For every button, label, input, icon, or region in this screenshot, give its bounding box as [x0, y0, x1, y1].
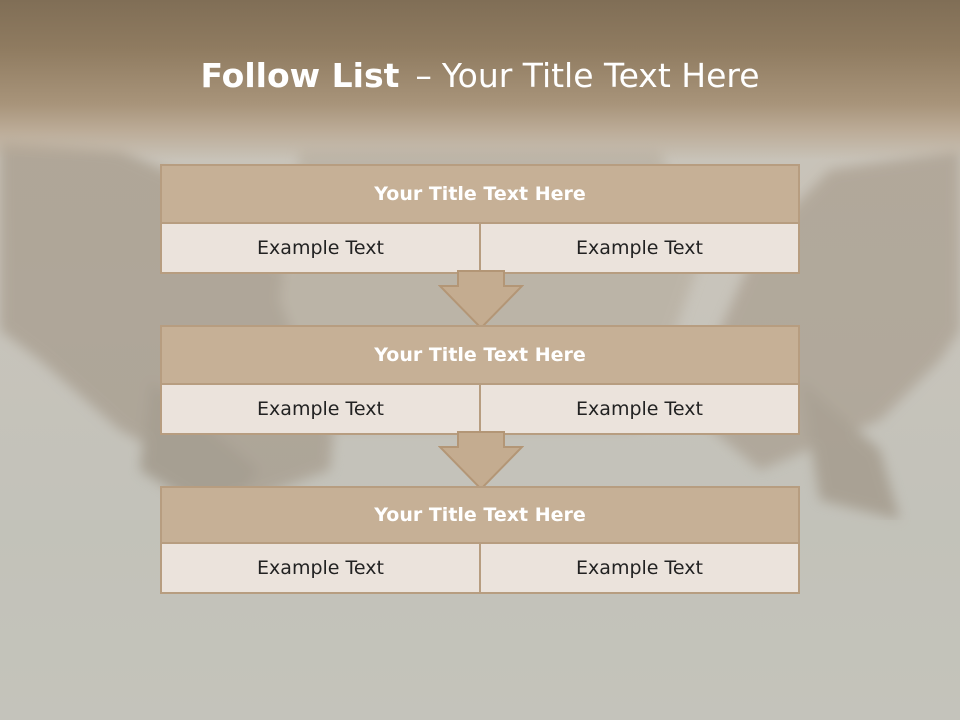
slide-title-separator: – [415, 56, 432, 95]
block-cell-left: Example Text [162, 544, 479, 592]
block-cell-right: Example Text [479, 385, 798, 433]
slide-title-bold: Follow List [200, 56, 400, 95]
down-arrow-icon [438, 270, 524, 330]
block-row: Example Text Example Text [162, 544, 798, 592]
list-block: Your Title Text Here Example Text Exampl… [160, 486, 800, 594]
block-cell-right: Example Text [479, 544, 798, 592]
block-title: Your Title Text Here [162, 488, 798, 544]
down-arrow-icon [438, 431, 524, 491]
block-row: Example Text Example Text [162, 224, 798, 272]
slide-title: Follow List–Your Title Text Here [0, 56, 960, 95]
block-cell-left: Example Text [162, 385, 479, 433]
slide-title-rest: Your Title Text Here [441, 56, 760, 95]
block-cell-right: Example Text [479, 224, 798, 272]
list-block: Your Title Text Here Example Text Exampl… [160, 325, 800, 435]
block-title: Your Title Text Here [162, 166, 798, 224]
list-block: Your Title Text Here Example Text Exampl… [160, 164, 800, 274]
block-cell-left: Example Text [162, 224, 479, 272]
block-row: Example Text Example Text [162, 385, 798, 433]
title-band [0, 0, 960, 160]
block-title: Your Title Text Here [162, 327, 798, 385]
